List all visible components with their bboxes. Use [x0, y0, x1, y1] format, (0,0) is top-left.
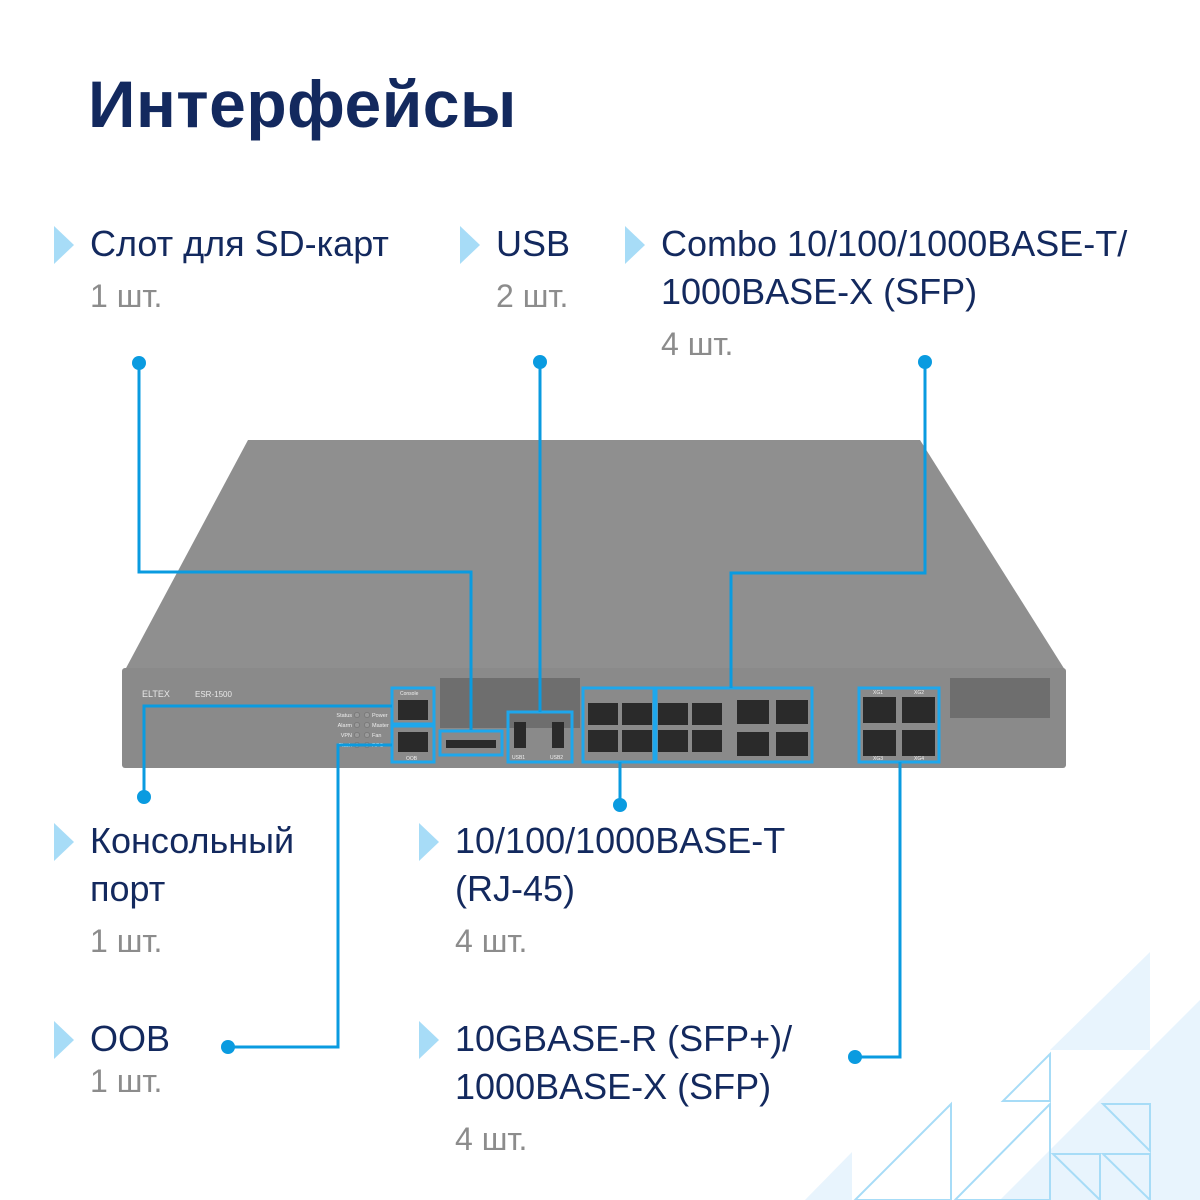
svg-text:XG2: XG2	[914, 690, 924, 696]
bullet-triangle-icon	[460, 226, 480, 264]
svg-text:XG4: XG4	[914, 756, 924, 762]
led-label-power: Power	[372, 713, 388, 719]
svg-text:XG3: XG3	[873, 756, 883, 762]
item-usb: USB 2 шт.	[460, 220, 570, 315]
bullet-triangle-icon	[54, 1021, 74, 1059]
bullet-triangle-icon	[419, 823, 439, 861]
bullet-triangle-icon	[419, 1021, 439, 1059]
item-oob: OOB 1 шт.	[54, 1015, 170, 1100]
led-label-vpn: VPN	[341, 733, 352, 739]
item-console: Консольный порт 1 шт.	[54, 817, 294, 960]
svg-text:OOB: OOB	[406, 756, 418, 762]
led-label-alarm: Alarm	[338, 723, 353, 729]
svg-text:Console: Console	[400, 691, 419, 697]
page-title: Интерфейсы	[88, 67, 517, 141]
bullet-triangle-icon	[54, 823, 74, 861]
item-sfp-plus: 10GBASE-R (SFP+)/ 1000BASE-X (SFP) 4 шт.	[419, 1015, 792, 1158]
bullet-triangle-icon	[625, 226, 645, 264]
svg-text:ESR-1500: ESR-1500	[195, 690, 232, 699]
svg-text:USB2: USB2	[550, 755, 563, 761]
led-label-fan: Fan	[372, 733, 381, 739]
brand-logo: ELTEX ESR-1500	[142, 689, 232, 699]
svg-text:ELTEX: ELTEX	[142, 689, 170, 699]
led-label-status: Status	[336, 713, 352, 719]
item-sd-slot: Слот для SD-карт 1 шт.	[54, 220, 389, 315]
led-label-master: Master	[372, 723, 389, 729]
item-rj45: 10/100/1000BASE-T (RJ-45) 4 шт.	[419, 817, 785, 960]
svg-text:XG1: XG1	[873, 690, 883, 696]
svg-text:USB1: USB1	[512, 755, 525, 761]
bullet-triangle-icon	[54, 226, 74, 264]
item-combo: Combo 10/100/1000BASE-T/ 1000BASE-X (SFP…	[625, 220, 1127, 363]
